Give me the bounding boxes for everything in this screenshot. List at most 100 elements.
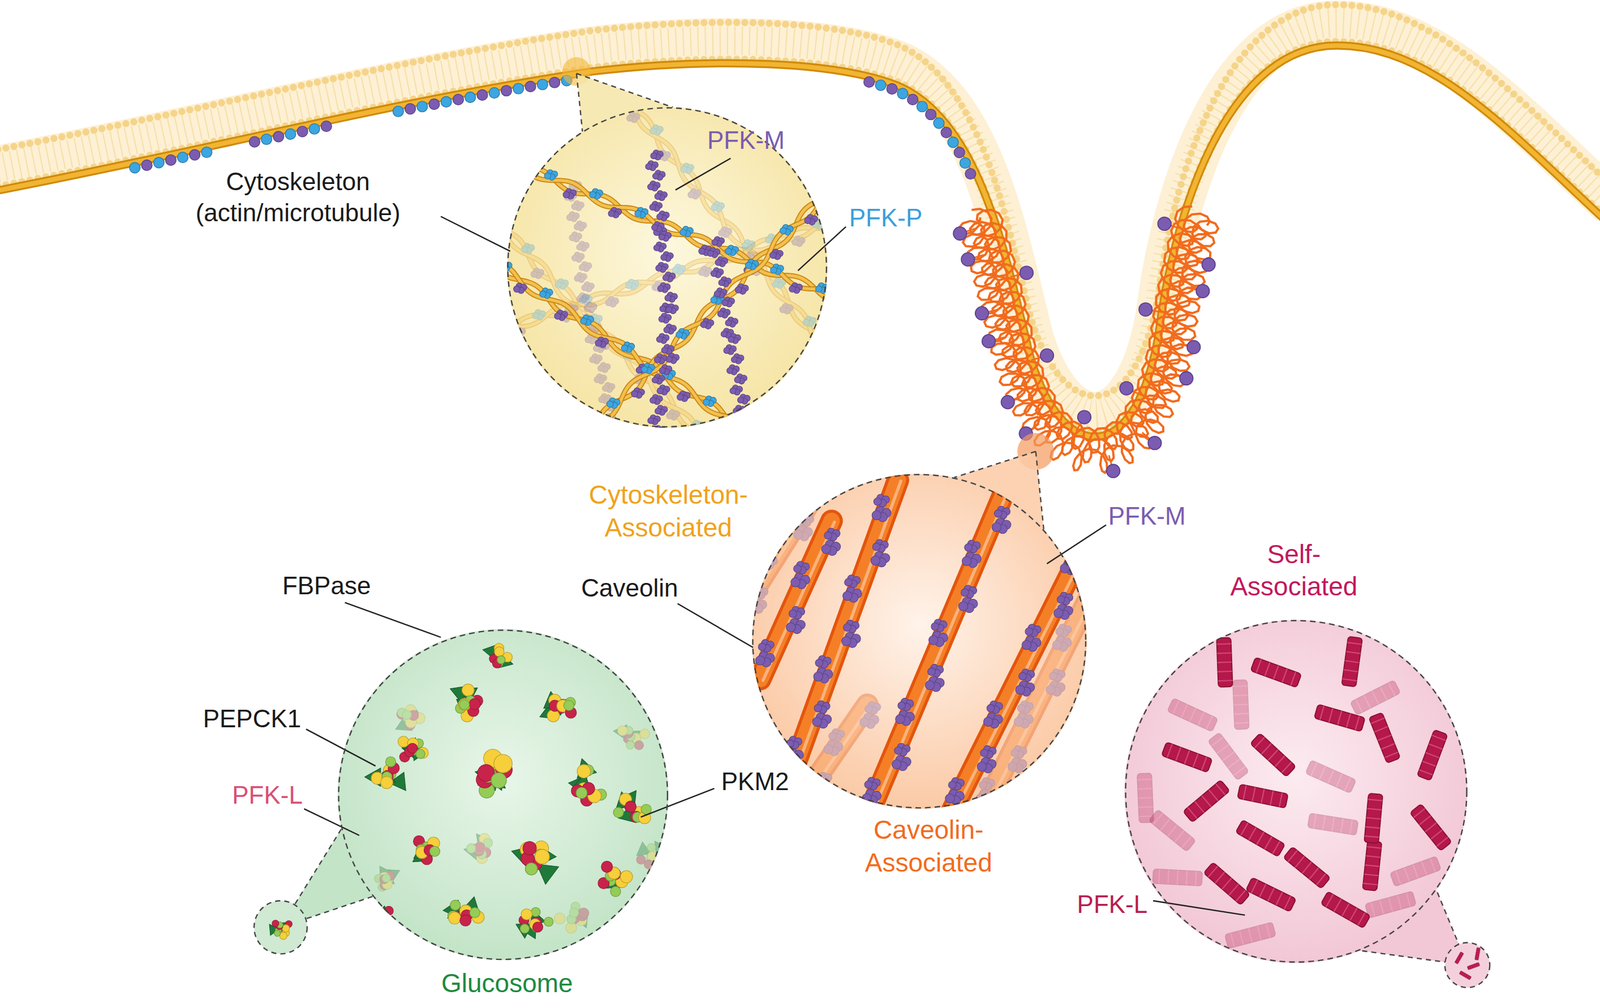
pfk-l-filament [1216, 642, 1232, 645]
enzyme-glyph [487, 207, 501, 219]
enzyme-glyph [780, 227, 787, 234]
enzyme-glyph [991, 522, 1001, 532]
enzyme-glyph [794, 750, 804, 760]
glucosome-cluster [469, 906, 480, 918]
enzyme-glyph [703, 398, 710, 406]
pfk-l-filament [1472, 964, 1474, 968]
caveolin-coat [1119, 381, 1133, 395]
glucosome-cluster [279, 931, 287, 940]
glucosome-cluster [625, 800, 637, 812]
enzyme-glyph [1055, 627, 1064, 636]
enzyme-glyph [763, 542, 780, 556]
enzyme-glyph [539, 287, 553, 299]
pfk-l-filament [1364, 835, 1379, 837]
enzyme-glyph [656, 213, 664, 220]
glucosome-cluster [378, 917, 387, 926]
glucosome-cluster [655, 854, 664, 863]
enzyme-glyph [655, 264, 662, 272]
pfk-l-filament [1334, 898, 1342, 911]
pfk-l-filament [1290, 671, 1296, 686]
enzyme-glyph [677, 393, 684, 400]
enzyme-glyph [580, 314, 594, 326]
enzyme-glyph [656, 384, 670, 396]
glucosome-cluster [395, 704, 427, 731]
caveolin-coat [1001, 395, 1015, 409]
enzyme-glyph [659, 305, 666, 312]
enzyme-glyph [802, 316, 816, 328]
pfk-l-filament [1233, 694, 1248, 696]
enzyme-glyph [814, 192, 821, 200]
enzyme-glyph [654, 353, 668, 364]
enzyme-glyph [894, 746, 903, 755]
enzyme-glyph [821, 544, 831, 554]
pfk-l-filament [1342, 678, 1357, 681]
caveolin-coat [1020, 265, 1034, 279]
membrane-enzymes [261, 134, 273, 145]
membrane-enzymes [897, 88, 909, 100]
pfk-l-filament [1256, 831, 1264, 845]
pfk-l-filament [1245, 876, 1297, 912]
glucosome-callout: Glucosome [337, 629, 669, 961]
enzyme-glyph [651, 284, 658, 291]
enzyme-glyph [626, 87, 633, 94]
enzyme-glyph [499, 263, 506, 270]
enzyme-glyph [650, 397, 657, 404]
pfk-l-filament [1417, 729, 1448, 781]
enzyme-glyph [1094, 605, 1104, 615]
pfk-l-filament [1477, 962, 1479, 966]
isoform-label: PFK-L [1077, 887, 1148, 919]
enzyme-glyph [728, 336, 735, 343]
callout-heading: Cytoskeleton-Associated [560, 478, 776, 544]
enzyme-glyph [544, 169, 558, 181]
actin-filament [571, 174, 847, 450]
glucosome-cluster [538, 691, 577, 727]
enzyme-glyph [804, 217, 811, 224]
pfk-l-filament [1347, 642, 1362, 644]
enzyme-glyph [892, 755, 912, 771]
glucosome-cluster [575, 786, 588, 799]
glucosome-cluster [544, 916, 554, 926]
enzyme-glyph [578, 433, 586, 440]
actin-filament [612, 81, 859, 391]
callout-outline [753, 474, 1087, 808]
enzyme-glyph [595, 340, 602, 347]
enzyme-glyph [873, 493, 890, 507]
actin-filament [612, 81, 856, 389]
enzyme-glyph [812, 712, 832, 729]
enzyme-glyph [833, 354, 847, 365]
cytoskeleton-callout: Cytoskeleton-Associated [506, 106, 828, 428]
enzyme-glyph [647, 417, 655, 424]
pfk-l-filament [1195, 870, 1197, 885]
enzyme-glyph [657, 285, 664, 292]
enzyme-glyph [566, 211, 580, 222]
enzyme-glyph [576, 292, 589, 303]
pfk-l-filament [1284, 895, 1291, 909]
enzyme-glyph [657, 282, 670, 293]
enzyme-glyph [626, 114, 634, 122]
pfk-l-filament [1362, 840, 1382, 891]
caveolin-coat [1196, 284, 1210, 298]
enzyme-glyph [731, 353, 744, 364]
enzyme-glyph [740, 429, 747, 436]
pfk-l-filament [1421, 861, 1427, 875]
pfk-l-filament [1215, 871, 1225, 883]
enzyme-glyph [517, 169, 531, 181]
enzyme-glyph [544, 172, 551, 179]
glucosome-cluster [265, 918, 292, 940]
membrane-enzymes [297, 126, 308, 137]
caveolin-fibre [760, 520, 832, 679]
structure-label: Caveolin [581, 571, 678, 603]
pfk-l-filament [1374, 726, 1388, 732]
pfk-l-filament [1462, 971, 1465, 975]
pfk-l-filament [1454, 951, 1464, 965]
enzyme-glyph [562, 188, 576, 200]
enzyme-glyph [986, 704, 995, 713]
pfk-l-filament [1362, 883, 1378, 885]
pfk-l-filament [1250, 732, 1297, 777]
enzyme-glyph [656, 336, 663, 343]
pfk-l-filament [1201, 795, 1211, 807]
membrane-enzymes [886, 83, 898, 95]
enzyme-glyph [499, 232, 506, 239]
enzyme-glyph [729, 384, 743, 395]
pfk-l-filament [1201, 756, 1207, 771]
